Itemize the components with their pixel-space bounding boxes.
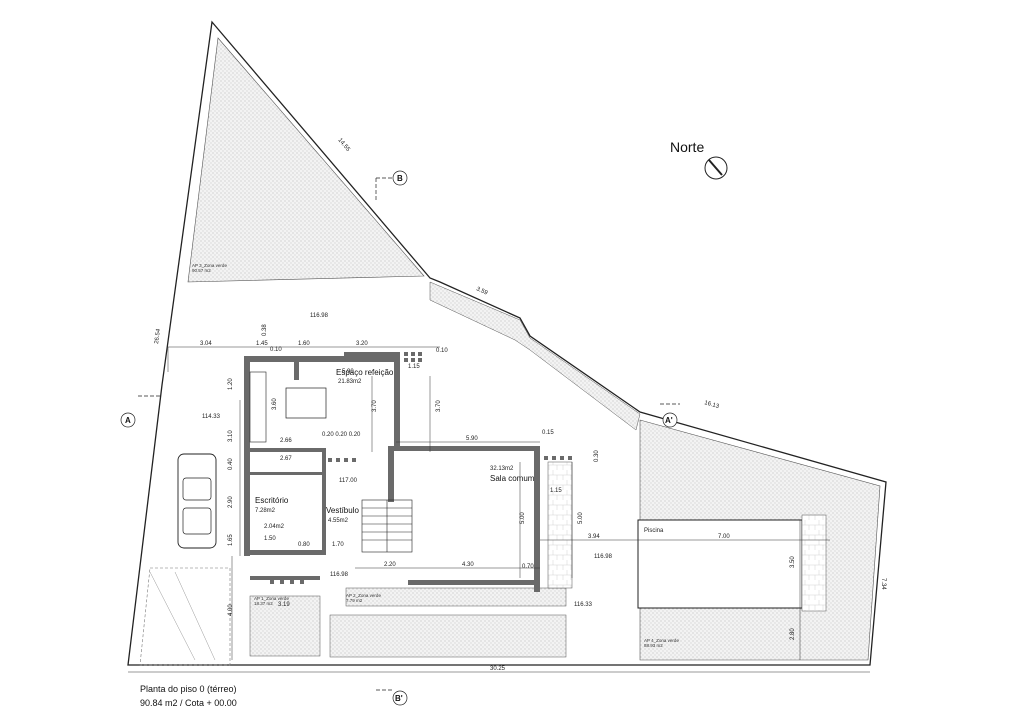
dim-360: 3.60 (272, 398, 278, 410)
section-a-prime-label: A' (665, 416, 673, 425)
dim-150: 1.50 (264, 536, 276, 542)
section-a-marker (120, 412, 136, 428)
terrace-stones (547, 461, 573, 589)
dim-040: 0.40 (228, 458, 234, 470)
window-marks (270, 352, 572, 584)
level-l4: 116.98 (330, 572, 349, 578)
dim-319: 3.19 (278, 602, 290, 608)
dim-394: 3.94 (588, 534, 600, 540)
dim-370a: 3.70 (372, 400, 378, 412)
ap4-area: 88.93 m2 (644, 643, 663, 648)
ap3-area: 90.57 m2 (192, 268, 211, 273)
kitchen-island (285, 387, 327, 419)
dim-080: 0.80 (298, 542, 310, 548)
level-l6: 116.33 (574, 602, 593, 608)
pool-deck (801, 514, 827, 612)
dim-370b: 3.70 (436, 400, 442, 412)
dim-267: 2.67 (280, 456, 292, 462)
dim-734: 7.34 (880, 578, 886, 590)
caption-line2: 90.84 m2 / Cota + 00.00 (140, 698, 237, 708)
room-vestibulo-name: Vestíbulo (326, 506, 359, 515)
dim-310: 3.10 (228, 430, 234, 442)
room-escritorio-area: 7.28m2 (255, 508, 276, 514)
dim-020: 0.20 0.20 0.20 (322, 432, 361, 438)
ap1-name: AP 1_Zona verde (254, 596, 289, 601)
pool (637, 519, 803, 609)
dim-400: 4.00 (228, 604, 234, 616)
dim-070: 0.70 (522, 564, 534, 570)
section-a-label: A (125, 416, 131, 425)
dim-280: 2.80 (790, 628, 796, 640)
level-l3: 117.00 (339, 478, 358, 484)
dim-115b: 1.15 (550, 488, 562, 494)
dim-1613: 16.13 (703, 400, 720, 410)
dim-170: 1.70 (332, 542, 344, 548)
caption-line1: Planta do piso 0 (térreo) (140, 684, 237, 694)
staircase (361, 499, 413, 553)
room-sala-name: Sala comum (490, 474, 535, 483)
dim-3025: 30.25 (490, 666, 506, 672)
dim-359: 3.59 (475, 286, 489, 297)
dim-2654: 26.54 (154, 328, 162, 344)
dim-015: 0.15 (542, 430, 554, 436)
green-zone-ap1 (249, 595, 321, 657)
dim-500a: 5.00 (520, 512, 526, 524)
room-espaco-name: Espaço refeição (336, 368, 394, 377)
dim-120: 1.20 (228, 378, 234, 390)
dim-350: 3.50 (790, 556, 796, 568)
dim-500b: 5.00 (578, 512, 584, 524)
room-espaco-area: 21.83m2 (338, 379, 362, 385)
green-zone-ap3 (187, 37, 425, 283)
pool-name: Piscina (644, 528, 664, 534)
room-vestibulo-area: 4.55m2 (328, 518, 349, 524)
house-walls (244, 352, 540, 592)
ap1-area: 18.37 m2 (254, 601, 273, 606)
north-label: Norte (670, 139, 704, 155)
level-l1: 116.98 (310, 313, 329, 319)
dim-430: 4.30 (462, 562, 474, 568)
dim-220: 2.20 (384, 562, 396, 568)
section-b-label: B (397, 174, 403, 183)
section-b-prime-label: B' (395, 694, 403, 703)
green-zone-ap2 (345, 587, 567, 607)
dim-320: 3.20 (356, 341, 368, 347)
dim-590a: 5.90 (342, 369, 354, 375)
section-b-prime-marker (392, 690, 408, 706)
dim-700: 7.00 (718, 534, 730, 540)
ap4-name: AP 4_Zona verde (644, 638, 679, 643)
room-escritorio-name: Escritório (255, 496, 289, 505)
dim-266: 2.66 (280, 438, 292, 444)
room-sala-area: 32.13m2 (490, 466, 514, 472)
dim-590b: 5.90 (466, 436, 478, 442)
car-icon (177, 453, 217, 549)
ap2-name: AP 2_Zona verde (346, 593, 381, 598)
dim-010: 0.10 (270, 347, 282, 353)
level-l2: 114.33 (202, 414, 221, 420)
dim-038: 0.38 (262, 324, 268, 336)
ap2-area: 7.79 m2 (346, 598, 363, 603)
green-zone-lower (329, 614, 567, 658)
dim-165: 1.65 (228, 534, 234, 546)
dim-290: 2.90 (228, 496, 234, 508)
kitchen-counter (249, 371, 267, 443)
dim-1455: 14.55 (336, 137, 351, 153)
dim-145: 1.45 (256, 341, 268, 347)
dim-160: 1.60 (298, 341, 310, 347)
dim-010b: 0.10 (436, 348, 448, 354)
dim-030: 0.30 (594, 450, 600, 462)
dim-304: 3.04 (200, 341, 212, 347)
north-arrow (704, 156, 728, 180)
ap3-name: AP 3_Zona verde (192, 263, 227, 268)
green-zone-band (429, 281, 641, 431)
plot-boundary (127, 20, 887, 666)
level-l5: 116.98 (594, 554, 613, 560)
dim-115a: 1.15 (408, 364, 420, 370)
section-a-prime-marker (662, 412, 678, 428)
section-b-marker (392, 170, 408, 186)
driveway (139, 567, 231, 666)
room-wc-area: 2.04m2 (264, 524, 285, 530)
